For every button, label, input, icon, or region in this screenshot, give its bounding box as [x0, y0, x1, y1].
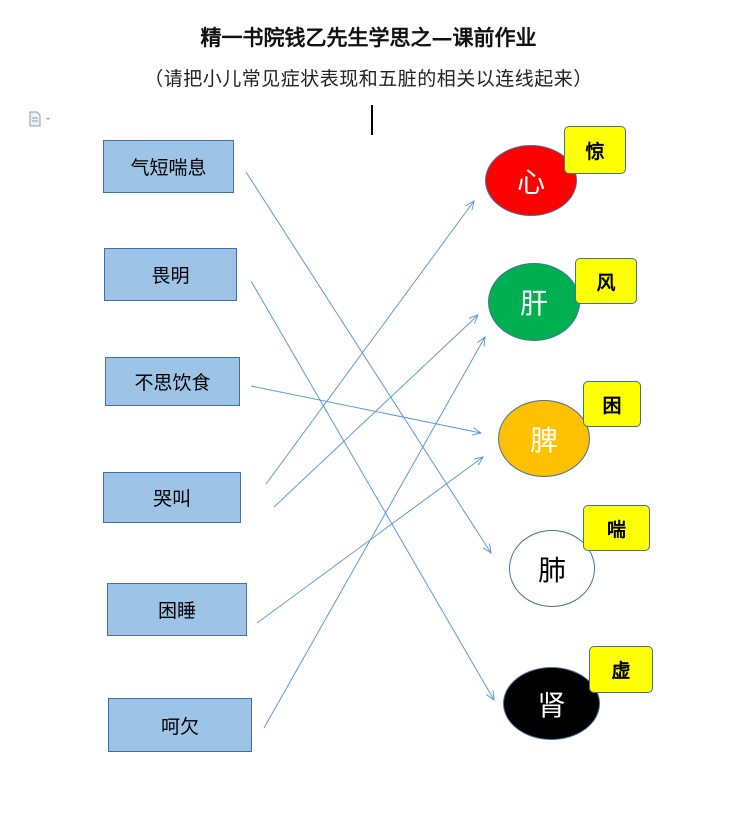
- symptom-box-crying: 哭叫: [103, 472, 241, 523]
- symptom-box-no-appetite: 不思饮食: [105, 357, 240, 406]
- arrow-yawning-to-liver: [263, 337, 485, 729]
- organ-kidney: 肾: [503, 667, 600, 740]
- page-subtitle: （请把小儿常见症状表现和五脏的相关以连线起来）: [144, 68, 593, 90]
- arrow-shortness-of-breath-to-lung: [245, 171, 491, 553]
- tag-wind: 风: [575, 258, 637, 304]
- organ-lung: 肺: [509, 530, 595, 607]
- symptom-box-sleepy: 困睡: [107, 583, 247, 636]
- arrow-no-appetite-to-spleen: [250, 385, 481, 433]
- tag-fright: 惊: [564, 126, 626, 174]
- symptom-box-photophobia: 畏明: [104, 248, 237, 301]
- arrow-crying-to-liver: [273, 315, 478, 508]
- symptom-box-shortness-of-breath: 气短喘息: [103, 140, 234, 193]
- organ-liver: 肝: [488, 263, 580, 341]
- organ-heart: 心: [485, 145, 577, 216]
- text-cursor: [371, 105, 373, 135]
- page-title: 精一书院钱乙先生学思之—课前作业: [200, 25, 537, 50]
- tag-deficiency: 虚: [589, 646, 653, 693]
- organ-spleen: 脾: [498, 400, 590, 477]
- symptom-box-yawning: 呵欠: [108, 698, 252, 752]
- tag-sleepy: 困: [583, 381, 641, 427]
- arrow-photophobia-to-kidney: [250, 280, 494, 700]
- arrow-crying-to-heart: [265, 201, 474, 485]
- document-icon[interactable]: [28, 111, 52, 127]
- tag-wheeze: 喘: [583, 505, 650, 551]
